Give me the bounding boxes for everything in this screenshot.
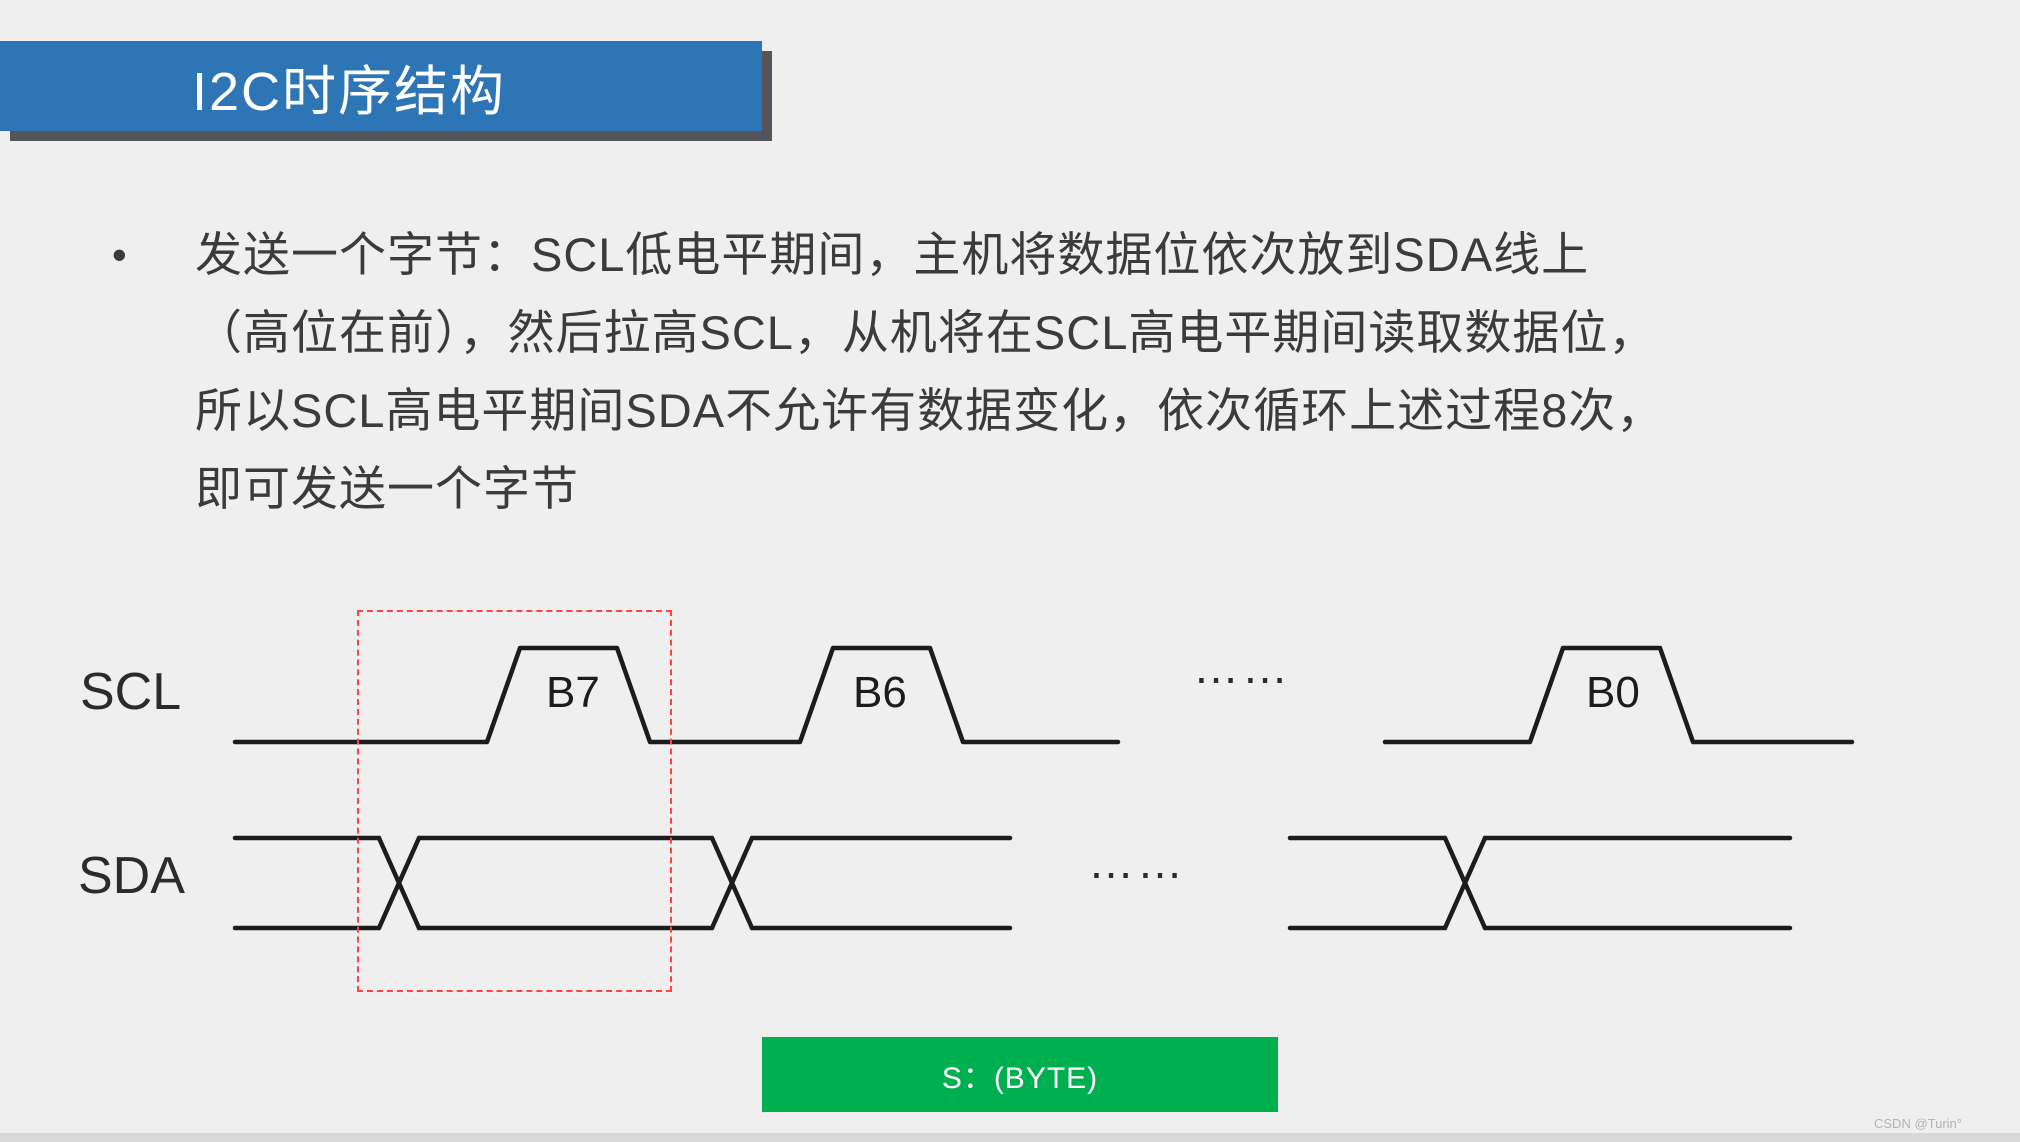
page-title: I2C时序结构	[192, 61, 507, 122]
bit-period-highlight-box	[357, 610, 672, 992]
bullet-marker: •	[112, 231, 127, 278]
scl-waveform-left	[232, 645, 1121, 745]
bullet-block: • 发送一个字节：SCL低电平期间，主机将数据位依次放到SDA线上 （高位在前）…	[112, 216, 1942, 528]
title-banner: I2C时序结构	[0, 41, 762, 131]
sda-continuation-ellipsis: ……	[1088, 836, 1186, 888]
bullet-text: 发送一个字节：SCL低电平期间，主机将数据位依次放到SDA线上 （高位在前），然…	[195, 228, 1665, 515]
bit-label-b7: B7	[546, 668, 600, 717]
scl-continuation-ellipsis: ……	[1193, 641, 1291, 693]
sda-signal-label: SDA	[78, 847, 185, 905]
scl-signal-label: SCL	[80, 663, 182, 721]
bottom-strip	[0, 1133, 2020, 1142]
watermark: CSDN @Turin°	[1874, 1116, 1962, 1131]
byte-box-label: S：(BYTE)	[941, 1061, 1099, 1095]
sda-crossovers	[376, 835, 1488, 931]
bit-label-b0: B0	[1586, 668, 1640, 717]
byte-box: S：(BYTE)	[762, 1037, 1278, 1112]
bit-label-b6: B6	[853, 668, 907, 717]
scl-waveform-right	[1382, 645, 1855, 745]
